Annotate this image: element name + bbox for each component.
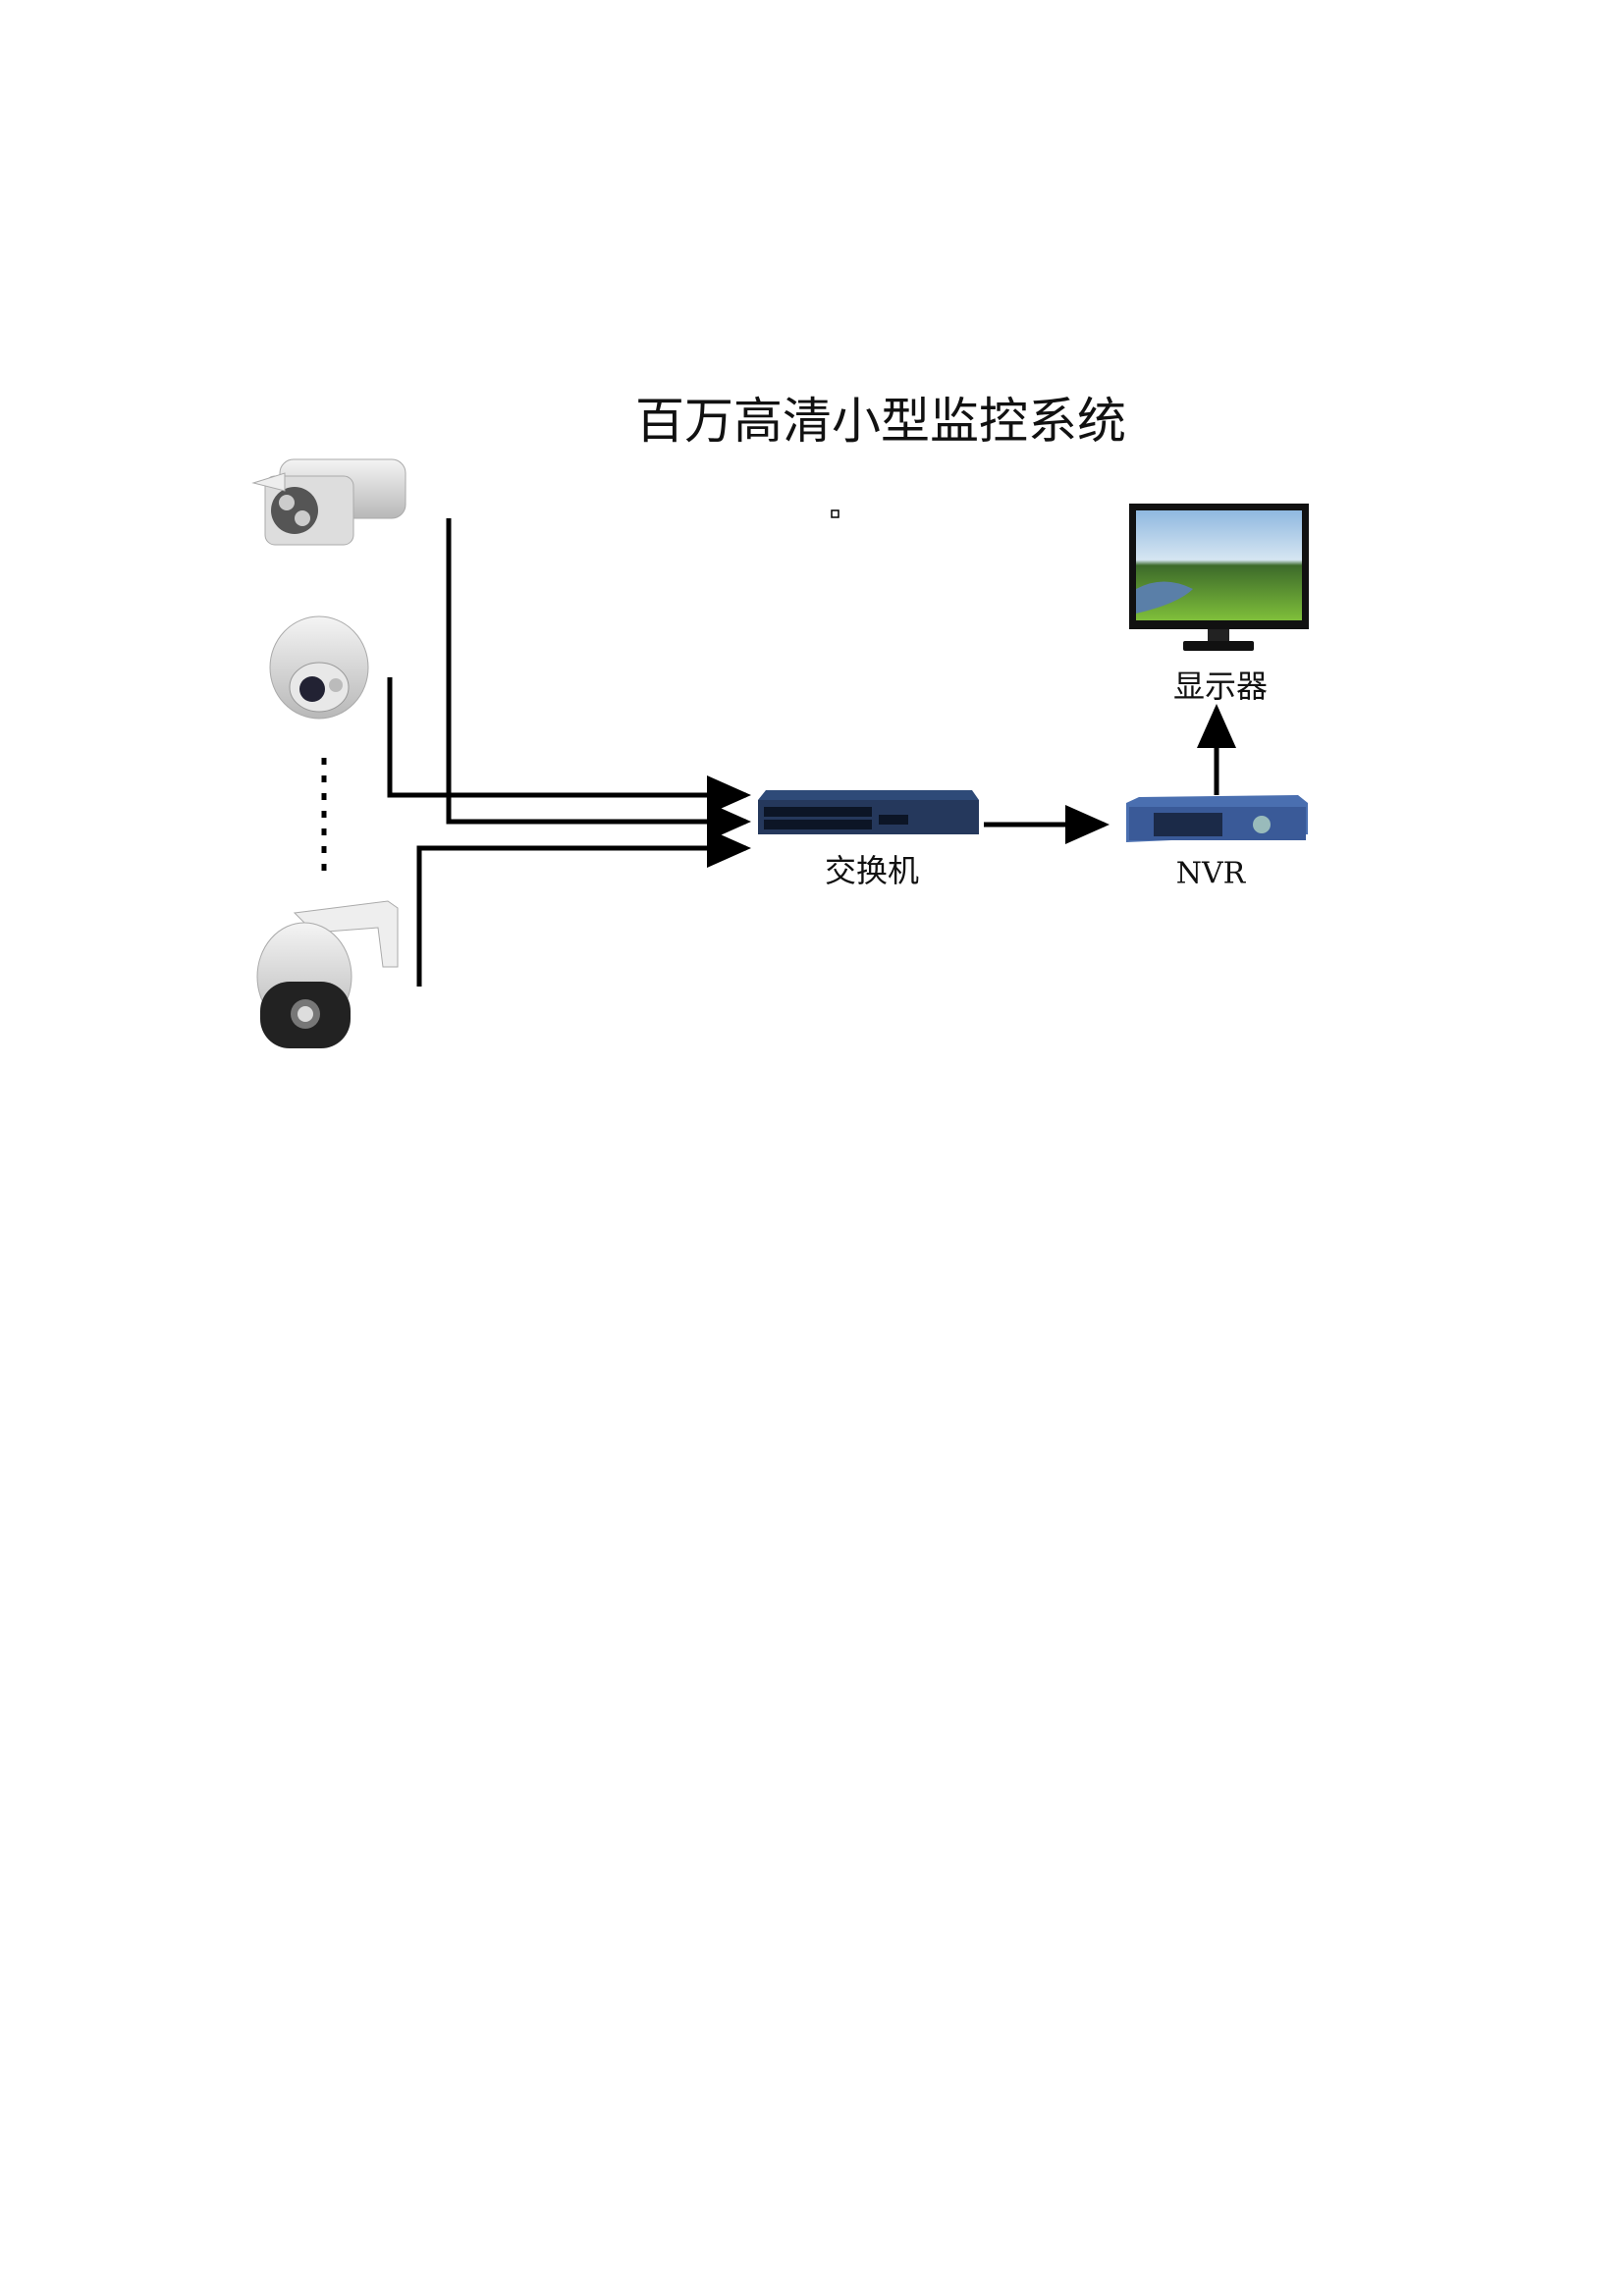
- nvr-icon: [1126, 795, 1308, 842]
- network-switch-icon: [758, 790, 979, 834]
- connector-lines: [387, 518, 1236, 987]
- ptz-camera-icon: [256, 900, 399, 1048]
- bullet-to-switch-line: [446, 518, 751, 841]
- diagram-title: 百万高清小型监控系统: [635, 393, 1126, 450]
- ptz-to-switch-line: [416, 828, 751, 987]
- dome-camera-icon: [269, 615, 369, 720]
- nvr-label: NVR: [1175, 856, 1246, 891]
- dome-to-switch-line: [387, 677, 751, 815]
- switch-label: 交换机: [824, 852, 920, 889]
- small-square-mark: [831, 509, 839, 518]
- bullet-camera-icon: [251, 458, 406, 546]
- monitor-label: 显示器: [1172, 667, 1269, 705]
- monitor-icon: [1129, 504, 1309, 651]
